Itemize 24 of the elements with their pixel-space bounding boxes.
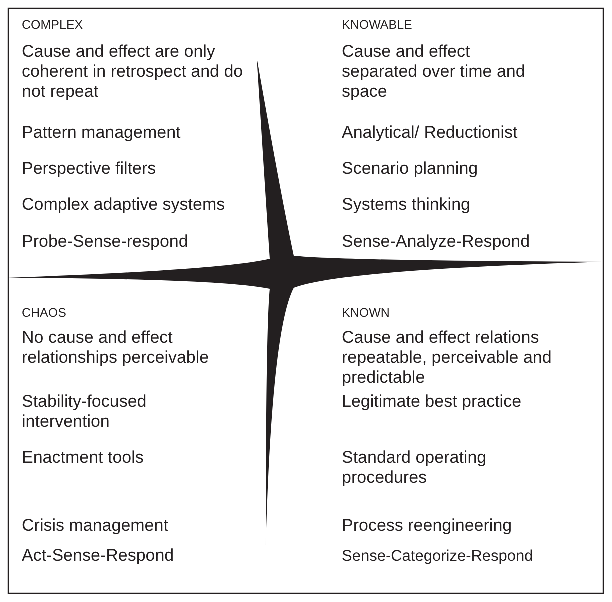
quadrant-item: Systems thinking xyxy=(342,195,472,215)
quadrant-item: Sense-Categorize-Respond xyxy=(342,547,534,567)
quadrant-item: Sense-Analyze-Respond xyxy=(342,232,532,252)
quadrant-heading: KNOWN xyxy=(342,306,391,320)
quadrant-heading: KNOWABLE xyxy=(342,18,414,32)
quadrant-item: Process reengineering xyxy=(342,516,514,536)
quadrant-item: Cause and effect are only coherent in retrospect and do not repeat xyxy=(22,42,244,102)
quadrant-item: Enactment tools xyxy=(22,448,145,468)
quadrant-item: Crisis management xyxy=(22,516,170,536)
quadrant-item: Act-Sense-Respond xyxy=(22,546,176,566)
quadrant-item: Perspective filters xyxy=(22,159,158,179)
quadrant-item: Cause and effect relations repeatable, perceivable and predictable xyxy=(342,328,553,388)
quadrant-item: Pattern management xyxy=(22,123,182,143)
quadrant-item: Cause and effect separated over time and space xyxy=(342,42,526,102)
quadrant-item: Scenario planning xyxy=(342,159,480,179)
quadrant-item: No cause and effect relationships perceivable xyxy=(22,328,210,368)
quadrant-item: Probe-Sense-respond xyxy=(22,232,190,252)
quadrant-item: Analytical/ Reductionist xyxy=(342,123,519,143)
quadrant-heading: COMPLEX xyxy=(22,18,84,32)
quadrant-heading: CHAOS xyxy=(22,306,68,320)
quadrant-item: Legitimate best practice xyxy=(342,392,523,412)
quadrant-item: Complex adaptive systems xyxy=(22,195,226,215)
quadrant-item: Stability-focused intervention xyxy=(22,392,148,432)
quadrant-item: Standard operating procedures xyxy=(342,448,488,488)
